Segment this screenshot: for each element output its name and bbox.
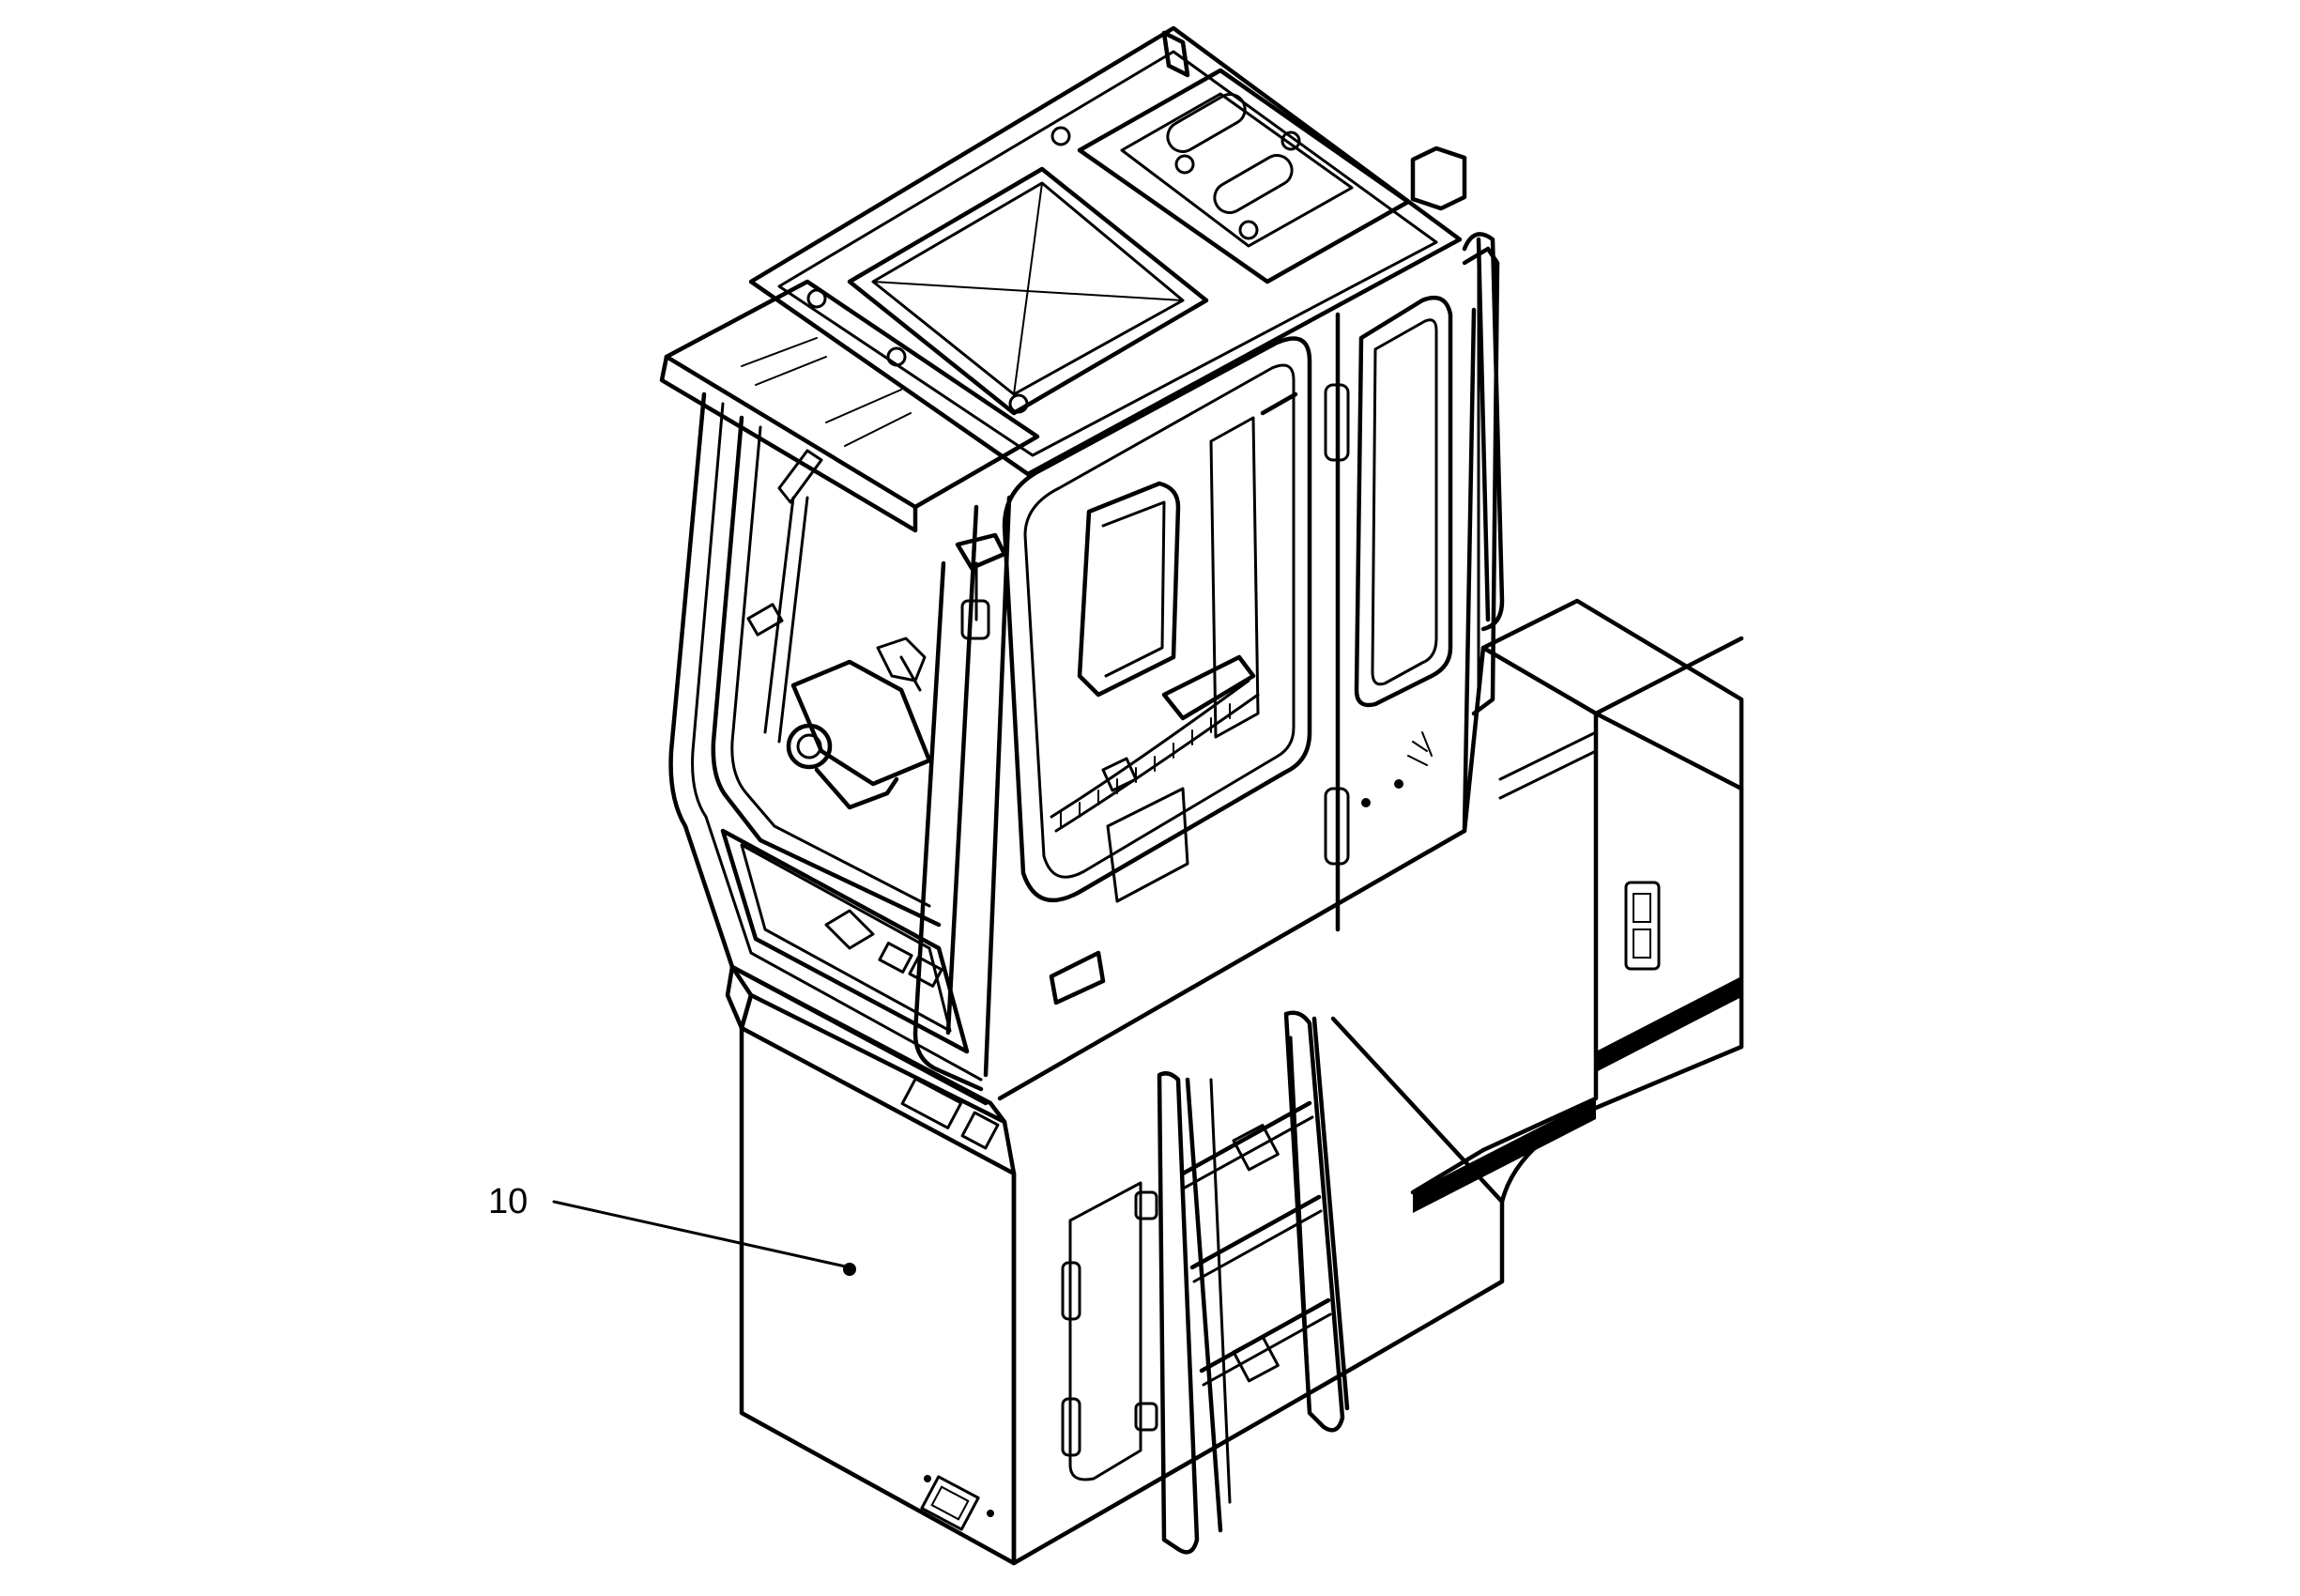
leader-dot: [843, 1263, 856, 1276]
access-ladder: [1134, 1010, 1350, 1555]
front-window: [668, 391, 1012, 1106]
callout-10: 10: [488, 1182, 856, 1276]
grab-rail: [1462, 232, 1505, 632]
cab-body: [725, 246, 1500, 1125]
rear-module: [1410, 598, 1744, 1213]
base-module: [739, 992, 1505, 1566]
front-lights: [900, 1077, 1000, 1150]
leader-line: [552, 1200, 851, 1269]
sun-visor: [659, 279, 1040, 533]
callout-label: 10: [488, 1182, 528, 1221]
cab-door: [1002, 336, 1312, 1005]
cab-roof: [748, 25, 1467, 477]
